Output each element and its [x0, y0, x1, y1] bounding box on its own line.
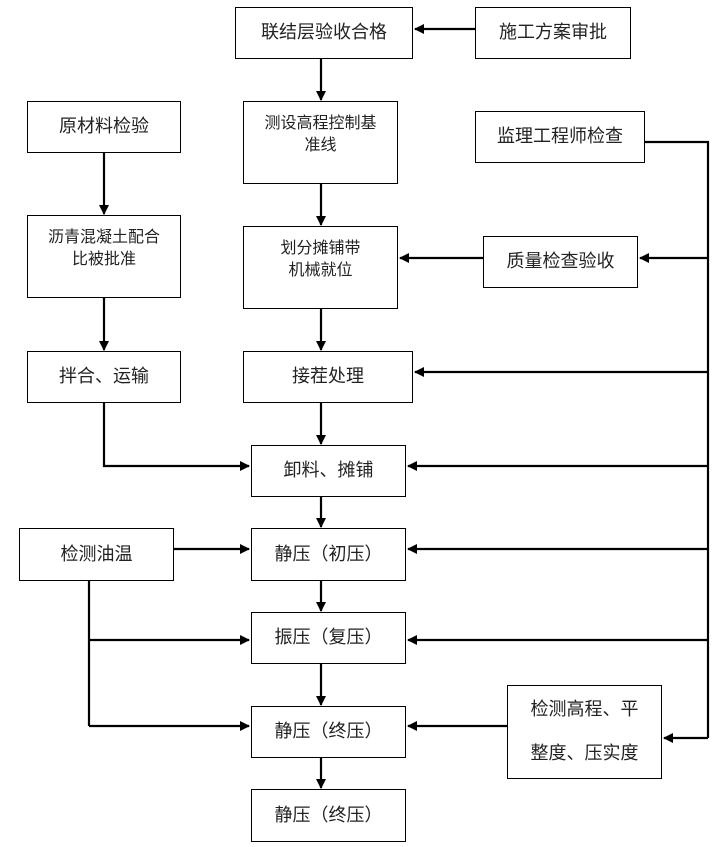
node-jiance-gaocheng: 检测高程、平 整度、压实度: [507, 685, 662, 779]
node-jingya-zhong-2: 静压（终压）: [251, 789, 406, 842]
node-cesheng: 测设高程控制基 准线: [243, 101, 398, 184]
node-jingya-zhong: 静压（终压）: [251, 706, 406, 758]
node-zhenya-fu: 振压（复压）: [251, 612, 406, 664]
node-banhe-label: 拌合、运输: [59, 366, 149, 387]
node-jingya-zhong-2-label: 静压（终压）: [274, 804, 383, 826]
node-jiance-youwen: 检测油温: [19, 528, 174, 581]
line-jianli-bus: [645, 140, 710, 738]
node-jiecha: 接茬处理: [243, 351, 413, 403]
node-shigong: 施工方案审批: [475, 7, 631, 59]
node-shigong-label: 施工方案审批: [499, 22, 607, 43]
node-zhiliang: 质量检查验收: [483, 236, 638, 288]
node-yuancailiao-label: 原材料检验: [59, 116, 149, 137]
node-jingya-chu-label: 静压（初压）: [274, 543, 383, 565]
node-liqing-label-1: 沥青混凝土配合: [47, 227, 160, 246]
node-jianli: 监理工程师检查: [475, 111, 645, 163]
node-yuancailiao: 原材料检验: [27, 101, 181, 153]
node-zhenya-fu-label: 振压（复压）: [274, 627, 383, 648]
node-jingya-zhong-label: 静压（终压）: [274, 721, 383, 742]
node-huafen-label-2: 机械就位: [288, 260, 353, 279]
node-jiance-youwen-label: 检测油温: [60, 543, 133, 565]
node-huafen-label-1: 划分摊铺带: [280, 238, 361, 257]
node-huafen: 划分摊铺带 机械就位: [243, 226, 398, 309]
node-liqing-label-2: 比被批准: [71, 249, 136, 268]
node-lianjie-label: 联结层验收合格: [261, 22, 387, 43]
node-banhe: 拌合、运输: [27, 351, 181, 403]
node-lianjie: 联结层验收合格: [235, 7, 413, 59]
node-jingya-chu: 静压（初压）: [251, 528, 406, 581]
node-cesheng-label-1: 测设高程控制基: [264, 113, 377, 132]
node-jianli-label: 监理工程师检查: [497, 126, 623, 147]
node-liqing: 沥青混凝土配合 比被批准: [27, 215, 181, 298]
node-cesheng-label-2: 准线: [304, 135, 337, 154]
node-xieliao: 卸料、摊铺: [251, 445, 406, 497]
node-jiance-gaocheng-label-1: 检测高程、平: [530, 699, 639, 720]
node-zhiliang-label: 质量检查验收: [506, 251, 615, 272]
node-jiecha-label: 接茬处理: [292, 366, 364, 387]
arrow-banhe-to-xieliao: [102, 403, 250, 471]
node-jiance-gaocheng-label-2: 整度、压实度: [530, 743, 639, 764]
node-xieliao-label: 卸料、摊铺: [283, 460, 374, 481]
